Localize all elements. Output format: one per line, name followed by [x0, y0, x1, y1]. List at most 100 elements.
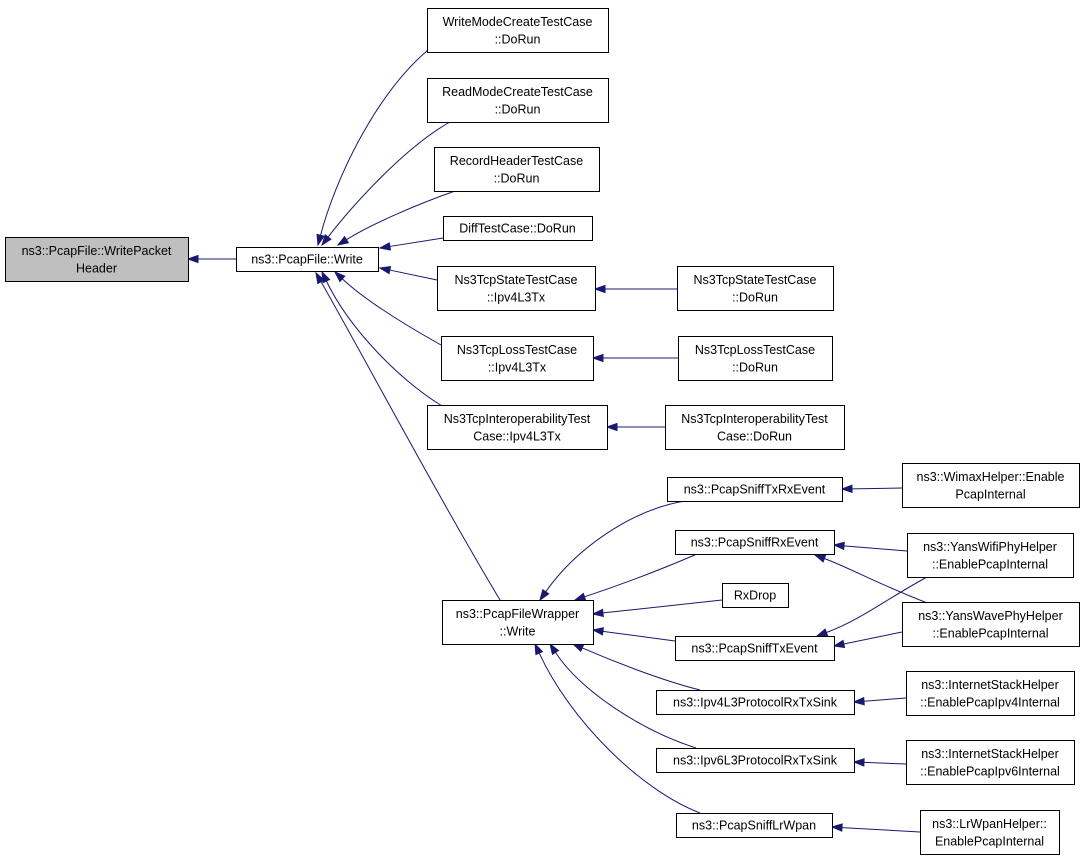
node-tcploss-ipv4[interactable]: Ns3TcpLossTestCase::Ipv4L3Tx	[441, 336, 594, 381]
node-readmode[interactable]: ReadModeCreateTestCase::DoRun	[427, 78, 609, 123]
edge-tcpstate-dorun-to-tcpstate-ipv4	[593, 284, 677, 294]
node-sniff-txrx[interactable]: ns3::PcapSniffTxRxEvent	[667, 477, 843, 502]
edge-line	[602, 599, 723, 614]
edge-ipv6-sink-to-pcapfilewrapper-write	[549, 642, 697, 749]
node-label-line: ns3::YansWifiPhyHelper	[923, 540, 1057, 554]
edge-arrowhead	[573, 592, 587, 601]
edge-line	[341, 278, 442, 346]
node-label-line: ::DoRun	[495, 32, 541, 46]
edge-tcpinterop-ipv4-to-pcapfile-write	[321, 270, 443, 407]
edge-arrowhead	[852, 696, 865, 706]
node-yanswave-helper[interactable]: ns3::YansWavePhyHelper::EnablePcapIntern…	[902, 602, 1080, 647]
node-sniff-rx[interactable]: ns3::PcapSniffRxEvent	[675, 530, 835, 555]
node-label-line: ::EnablePcapInternal	[932, 557, 1048, 571]
edge-arrowhead	[315, 271, 325, 285]
node-label-line: ::DoRun	[732, 290, 778, 304]
node-tcpstate-dorun[interactable]: Ns3TcpStateTestCase::DoRun	[677, 266, 834, 311]
edge-tcpstate-ipv4-to-pcapfile-write	[378, 265, 438, 281]
edge-line	[320, 49, 429, 236]
node-box	[434, 147, 600, 192]
node-ipv6-sink[interactable]: ns3::Ipv6L3ProtocolRxTxSink	[656, 748, 855, 773]
edge-line	[841, 827, 921, 833]
node-box	[675, 530, 835, 555]
edge-line	[851, 487, 903, 490]
node-label-line: EnablePcapInternal	[935, 834, 1044, 848]
node-label-line: ns3::LrWpanHelper::	[932, 817, 1047, 831]
node-label-line: Case::Ipv4L3Tx	[473, 429, 561, 443]
node-label-line: WriteModeCreateTestCase	[443, 15, 593, 29]
edge-sniff-tx-to-pcapfilewrapper-write	[591, 627, 676, 642]
node-pcapfile-write[interactable]: ns3::PcapFile::Write	[236, 247, 379, 272]
edge-lrwpan-helper-to-sniff-lrwpan	[830, 823, 921, 833]
node-tcploss-dorun[interactable]: Ns3TcpLossTestCase::DoRun	[678, 336, 833, 381]
edge-sniff-rx-to-pcapfilewrapper-write	[573, 553, 698, 601]
node-box	[902, 463, 1080, 508]
edge-arrowhead	[830, 823, 843, 832]
edge-line	[863, 761, 907, 765]
node-label-line: ns3::PcapFile::WritePacket	[22, 244, 172, 258]
node-box	[441, 336, 594, 381]
node-yanswifi-helper[interactable]: ns3::YansWifiPhyHelper::EnablePcapIntern…	[907, 533, 1074, 578]
edge-arrowhead	[549, 642, 560, 656]
node-label-line: ns3::WimaxHelper::Enable	[917, 470, 1065, 484]
edge-arrowhead	[591, 608, 604, 618]
node-rxdrop[interactable]: RxDrop	[722, 583, 789, 608]
edge-arrowhead	[378, 265, 392, 275]
node-label-line: ns3::Ipv6L3ProtocolRxTxSink	[673, 754, 838, 768]
node-label-line: ns3::YansWavePhyHelper	[918, 609, 1063, 623]
node-writemode[interactable]: WriteModeCreateTestCase::DoRun	[427, 8, 609, 53]
node-wimax-helper[interactable]: ns3::WimaxHelper::EnablePcapInternal	[902, 463, 1080, 508]
node-box	[656, 690, 855, 715]
node-box	[920, 810, 1060, 855]
edge-line	[584, 553, 698, 598]
node-recordheader[interactable]: RecordHeaderTestCase::DoRun	[434, 147, 600, 192]
node-label-line: ::DoRun	[494, 171, 540, 185]
node-pcapfilewrapper-write[interactable]: ns3::PcapFileWrapper::Write	[442, 600, 594, 645]
node-label-line: Ns3TcpInteroperabilityTest	[444, 412, 591, 426]
node-label-line: Case::DoRun	[717, 429, 792, 443]
node-label-line: Ns3TcpInteroperabilityTest	[681, 412, 828, 426]
node-box	[667, 477, 843, 502]
node-box	[676, 813, 833, 838]
node-difftestcase[interactable]: DiffTestCase::DoRun	[443, 216, 593, 241]
node-ipv4-sink[interactable]: ns3::Ipv4L3ProtocolRxTxSink	[656, 690, 855, 715]
node-label-line: Ns3TcpStateTestCase	[694, 273, 817, 287]
node-label-line: ::Write	[500, 624, 536, 638]
node-internetstack-ipv4[interactable]: ns3::InternetStackHelper::EnablePcapIpv4…	[906, 671, 1075, 716]
edge-line	[346, 190, 456, 241]
edge-sniff-lrwpan-to-pcapfilewrapper-write	[534, 642, 701, 814]
node-box	[442, 600, 594, 645]
node-sniff-lrwpan[interactable]: ns3::PcapSniffLrWpan	[676, 813, 833, 838]
edge-arrowhead	[813, 554, 827, 563]
node-box	[907, 533, 1074, 578]
node-label-line: DiffTestCase::DoRun	[459, 222, 576, 236]
edge-arrowhead	[591, 627, 604, 636]
node-lrwpan-helper[interactable]: ns3::LrWpanHelper::EnablePcapInternal	[920, 810, 1060, 855]
node-label-line: Ns3TcpStateTestCase	[455, 273, 578, 287]
edge-line	[325, 280, 443, 407]
edge-arrowhead	[186, 254, 199, 264]
node-label-line: Header	[76, 261, 117, 275]
node-label-line: Ns3TcpLossTestCase	[695, 343, 815, 357]
node-sniff-tx[interactable]: ns3::PcapSniffTxEvent	[675, 636, 835, 661]
edge-arrowhead	[539, 588, 550, 602]
node-box	[902, 602, 1080, 647]
edge-sniff-txrx-to-pcapfilewrapper-write	[539, 500, 686, 602]
node-label-line: ::DoRun	[495, 102, 541, 116]
edge-wimax-helper-to-sniff-txrx	[840, 484, 903, 494]
node-box	[236, 247, 379, 272]
edge-line	[843, 545, 908, 552]
edge-arrowhead	[840, 484, 853, 494]
node-label-line: RecordHeaderTestCase	[450, 154, 583, 168]
edges-layer	[186, 49, 931, 833]
edge-tcploss-ipv4-to-pcapfile-write	[333, 270, 442, 346]
node-internetstack-ipv6[interactable]: ns3::InternetStackHelper::EnablePcapIpv6…	[906, 740, 1075, 785]
edge-yanswave-helper-to-sniff-rx	[813, 554, 931, 605]
edge-arrowhead	[593, 284, 606, 294]
edge-yanswifi-helper-to-sniff-rx	[832, 541, 908, 552]
node-tcpstate-ipv4[interactable]: Ns3TcpStateTestCase::Ipv4L3Tx	[437, 266, 596, 311]
